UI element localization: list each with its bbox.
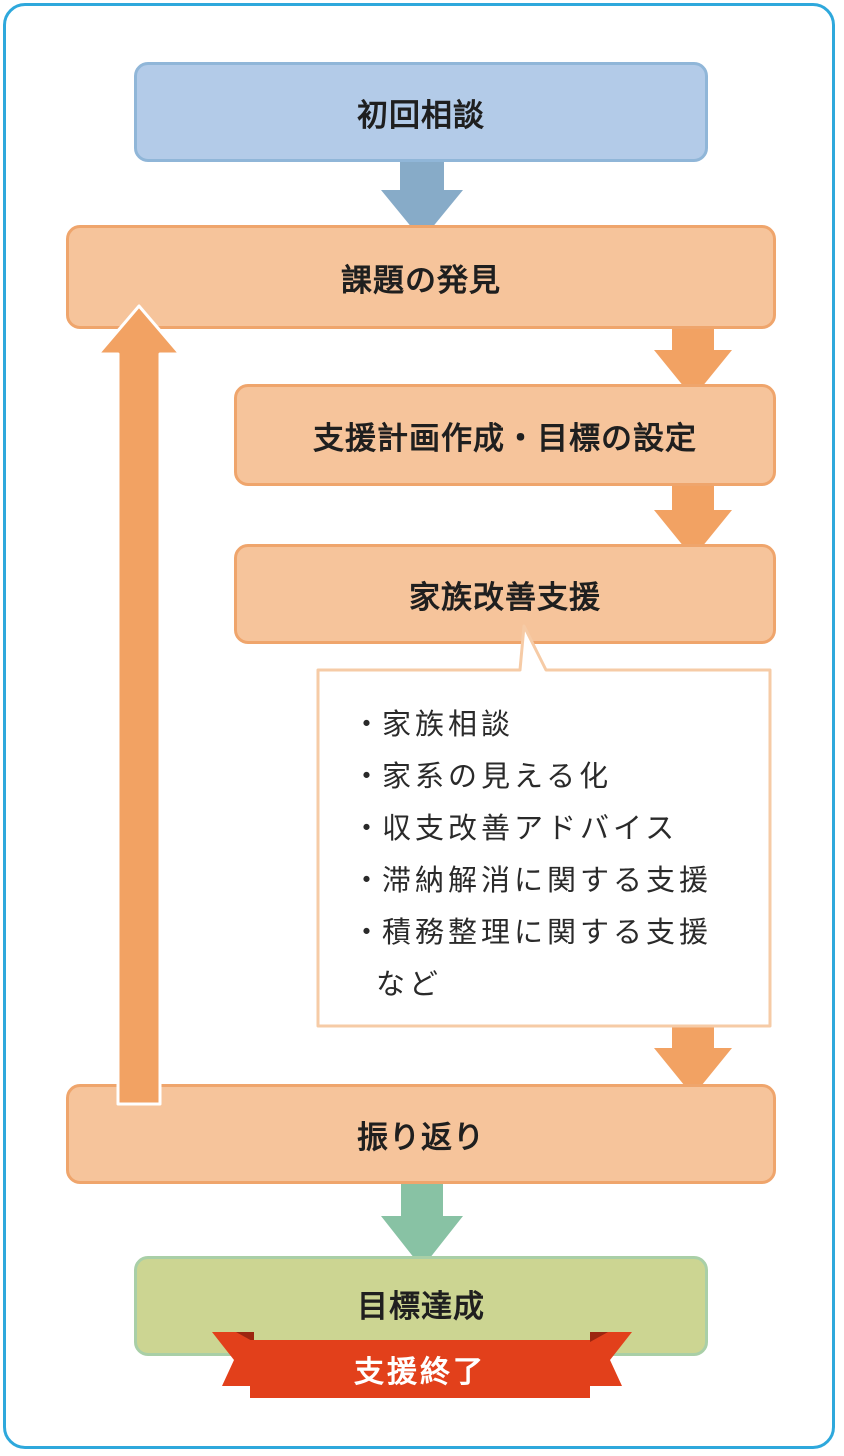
step-initial-consultation-label: 初回相談 xyxy=(357,97,485,134)
support-item: ・積務整理に関する支援 xyxy=(352,910,712,962)
step-plan-and-goals-label: 支援計画作成・目標の設定 xyxy=(313,420,697,457)
step-issue-discovery: 課題の発見 xyxy=(66,225,776,329)
arrow-issue-to-plan xyxy=(654,310,732,398)
arrow-review-to-goal xyxy=(381,1172,463,1268)
step-household-support-label: 家族改善支援 xyxy=(409,579,601,616)
support-item: ・滞納解消に関する支援 xyxy=(352,858,712,910)
step-issue-discovery-label: 課題の発見 xyxy=(341,262,501,299)
support-item: ・家族相談 xyxy=(352,702,712,754)
arrow-plan-to-household xyxy=(654,470,732,558)
bullet: ・ xyxy=(352,915,386,949)
step-household-support: 家族改善支援 xyxy=(234,544,776,644)
support-end-label: 支援終了 xyxy=(354,1355,486,1390)
step-goal-achieved-label: 目標達成 xyxy=(357,1289,485,1325)
bullet: ・ xyxy=(352,863,386,897)
arrow-initial-to-issue xyxy=(381,146,463,240)
bullet: ・ xyxy=(352,759,386,793)
step-review-label: 振り返り xyxy=(357,1119,485,1156)
step-review: 振り返り xyxy=(66,1084,776,1184)
step-initial-consultation: 初回相談 xyxy=(134,62,708,162)
bullet: ・ xyxy=(352,811,386,845)
support-item: ・収支改善アドバイス xyxy=(352,806,712,858)
outer-frame xyxy=(3,3,835,1449)
bullet: ・ xyxy=(352,707,386,741)
arrow-support-to-review xyxy=(654,1008,732,1096)
support-item-list: ・家族相談 ・家系の見える化 ・収支改善アドバイス ・滞納解消に関する支援 ・積… xyxy=(352,702,712,1014)
step-plan-and-goals: 支援計画作成・目標の設定 xyxy=(234,384,776,486)
support-item-etc: など xyxy=(376,967,443,1001)
support-item: ・家系の見える化 xyxy=(352,754,712,806)
